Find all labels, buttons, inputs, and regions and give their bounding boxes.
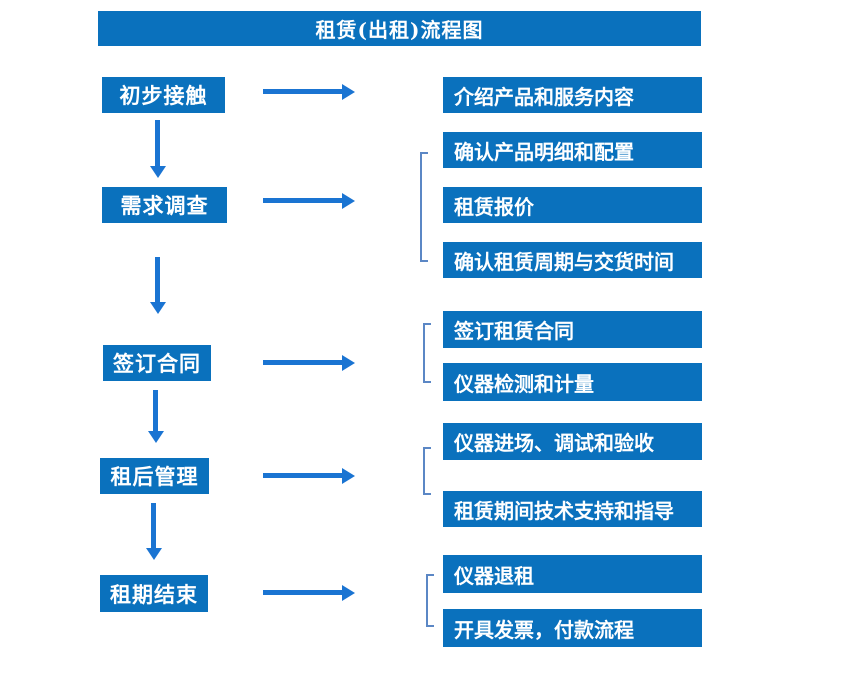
arrow-head-icon <box>342 468 355 484</box>
arrow-shaft <box>263 473 344 478</box>
detail-instrument-testing-metering: 仪器检测和计量 <box>443 363 702 401</box>
arrow-right-post-rental <box>263 468 355 484</box>
detail-introduce-products-services: 介绍产品和服务内容 <box>443 77 702 113</box>
detail-rental-quotation: 租赁报价 <box>443 187 702 223</box>
group-bracket-demand-survey <box>420 152 428 262</box>
detail-instrument-setup-acceptance: 仪器进场、调试和验收 <box>443 423 702 460</box>
arrow-shaft <box>155 120 160 168</box>
arrow-down-step3-step4 <box>148 390 164 443</box>
group-bracket-post-rental <box>423 447 431 495</box>
arrow-shaft <box>263 590 344 595</box>
detail-invoice-payment: 开具发票，付款流程 <box>443 609 702 647</box>
arrow-shaft <box>155 257 160 304</box>
step-demand-survey: 需求调查 <box>102 187 227 223</box>
arrow-right-initial-contact <box>263 84 355 100</box>
arrow-head-icon <box>342 355 355 371</box>
arrow-right-demand-survey <box>263 193 355 209</box>
step-rental-end: 租期结束 <box>100 575 208 612</box>
diagram-title: 租赁(出租)流程图 <box>315 18 484 42</box>
group-bracket-sign-contract <box>423 323 431 383</box>
arrow-shaft <box>263 89 344 94</box>
arrow-head-icon <box>150 166 166 178</box>
arrow-head-icon <box>146 548 162 560</box>
diagram-title-bar: 租赁(出租)流程图 <box>98 11 701 46</box>
arrow-down-step2-step3 <box>150 257 166 314</box>
arrow-shaft <box>263 198 344 203</box>
detail-confirm-product-config: 确认产品明细和配置 <box>443 132 702 168</box>
detail-instrument-return: 仪器退租 <box>443 555 702 593</box>
arrow-head-icon <box>150 302 166 314</box>
arrow-shaft <box>153 390 158 433</box>
arrow-right-sign-contract <box>263 355 355 371</box>
arrow-shaft <box>151 503 156 550</box>
arrow-head-icon <box>342 585 355 601</box>
arrow-head-icon <box>342 193 355 209</box>
arrow-head-icon <box>342 84 355 100</box>
detail-technical-support: 租赁期间技术支持和指导 <box>443 491 702 527</box>
arrow-shaft <box>263 360 344 365</box>
step-initial-contact: 初步接触 <box>102 77 225 113</box>
arrow-right-rental-end <box>263 585 355 601</box>
step-post-rental-management: 租后管理 <box>100 458 209 494</box>
detail-sign-rental-contract: 签订租赁合同 <box>443 311 702 348</box>
arrow-head-icon <box>148 431 164 443</box>
arrow-down-step1-step2 <box>150 120 166 178</box>
arrow-down-step4-step5 <box>146 503 162 560</box>
detail-confirm-period-delivery: 确认租赁周期与交货时间 <box>443 242 702 278</box>
step-sign-contract: 签订合同 <box>103 345 211 381</box>
group-bracket-rental-end <box>426 574 434 627</box>
